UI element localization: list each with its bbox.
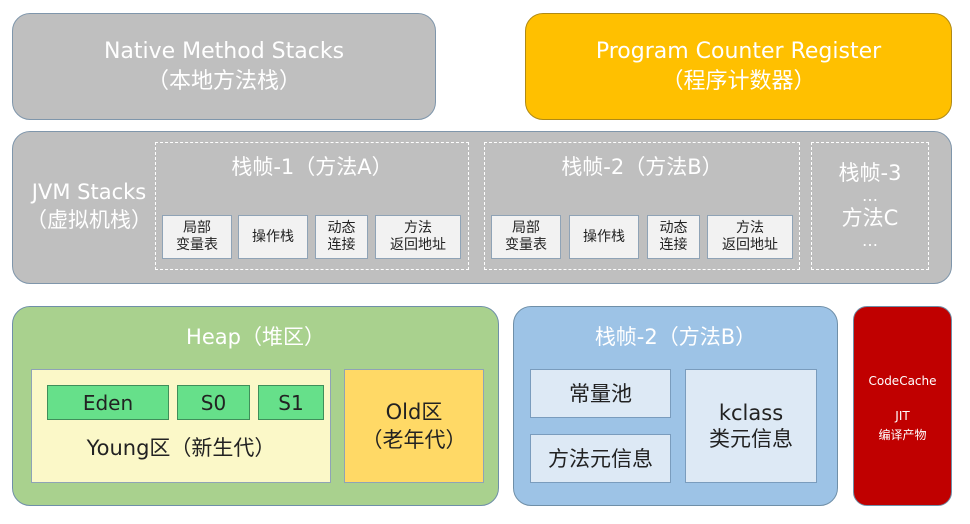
stack-frame-3-line3: 方法C	[841, 206, 899, 230]
frame1-local-variables-line1: 局部	[183, 220, 211, 236]
frame2-return-address: 方法 返回地址	[707, 215, 793, 259]
code-cache-jit: JIT	[895, 409, 910, 423]
method-meta-info: 方法元信息	[530, 434, 671, 483]
jvm-stacks-box: JVM Stacks （虚拟机栈） 栈帧-1（方法A） 局部 变量表 操作栈 动…	[12, 131, 952, 284]
frame2-local-variables-line2: 变量表	[505, 237, 547, 253]
kclass-meta-line1: kclass	[718, 401, 784, 425]
native-method-stacks-title: Native Method Stacks	[103, 38, 345, 64]
frame1-local-variables: 局部 变量表	[162, 215, 232, 259]
program-counter-subtitle: （程序计数器）	[661, 68, 816, 94]
stack-frame-3-line2: …	[862, 186, 878, 205]
frame2-local-variables: 局部 变量表	[491, 215, 561, 259]
frame2-return-address-line2: 返回地址	[722, 237, 778, 253]
code-cache-box: CodeCache JIT 编译产物	[853, 306, 952, 506]
program-counter-title: Program Counter Register	[595, 38, 882, 64]
frame2-operand-stack-line1: 操作栈	[583, 228, 625, 245]
stack-frame-1-title: 栈帧-1（方法A）	[231, 155, 393, 179]
stack-frame-1: 栈帧-1（方法A） 局部 变量表 操作栈 动态 连接 方法 返回地址	[155, 142, 469, 270]
stack-frame-2-title: 栈帧-2（方法B）	[561, 155, 723, 179]
frame1-return-address-line1: 方法	[404, 220, 432, 236]
jvm-stacks-label: JVM Stacks （虚拟机栈）	[23, 178, 155, 234]
native-method-stacks-subtitle: （本地方法栈）	[146, 68, 301, 94]
frame2-local-variables-line1: 局部	[512, 220, 540, 236]
stack-frame-3-line1: 栈帧-3	[838, 161, 902, 185]
stack-frame-3-line4: …	[862, 231, 878, 250]
frame1-return-address-line2: 返回地址	[390, 237, 446, 253]
method-area-title: 栈帧-2（方法B）	[594, 325, 757, 349]
constant-pool: 常量池	[530, 369, 671, 418]
code-cache-artifacts: 编译产物	[878, 428, 927, 442]
jvm-stacks-label-line2: （虚拟机栈）	[26, 208, 152, 232]
young-region: Eden S0 S1 Young区（新生代）	[31, 369, 331, 483]
jvm-stacks-label-line1: JVM Stacks	[31, 180, 147, 204]
kclass-meta: kclass 类元信息	[685, 369, 817, 483]
native-method-stacks-box: Native Method Stacks （本地方法栈）	[12, 13, 436, 120]
frame1-operand-stack-line1: 操作栈	[252, 228, 294, 245]
frame2-return-address-line1: 方法	[736, 220, 764, 236]
young-region-label: Young区（新生代）	[86, 436, 276, 460]
heap-title: Heap（堆区）	[186, 325, 325, 349]
kclass-meta-line2: 类元信息	[709, 427, 793, 451]
method-area-box: 栈帧-2（方法B） 常量池 方法元信息 kclass 类元信息	[513, 306, 838, 506]
frame1-local-variables-line2: 变量表	[176, 237, 218, 253]
frame1-dynamic-linking: 动态 连接	[315, 215, 368, 259]
frame2-operand-stack: 操作栈	[569, 215, 639, 259]
frame1-return-address: 方法 返回地址	[375, 215, 461, 259]
old-region-line1: Old区	[385, 400, 443, 424]
frame2-dynamic-linking: 动态 连接	[647, 215, 700, 259]
stack-frame-2: 栈帧-2（方法B） 局部 变量表 操作栈 动态 连接 方法 返回地址	[484, 142, 800, 270]
program-counter-register-box: Program Counter Register （程序计数器）	[525, 13, 952, 120]
frame1-dynamic-linking-line2: 连接	[327, 237, 356, 253]
frame2-dynamic-linking-line1: 动态	[659, 220, 688, 236]
survivor-s1: S1	[258, 385, 324, 420]
frame1-operand-stack: 操作栈	[238, 215, 308, 259]
code-cache-title: CodeCache	[868, 374, 937, 388]
heap-box: Heap（堆区） Eden S0 S1 Young区（新生代） Old区 （老年…	[12, 306, 499, 506]
eden-space: Eden	[47, 385, 169, 420]
stack-frame-3: 栈帧-3 … 方法C …	[811, 142, 929, 270]
old-region: Old区 （老年代）	[344, 369, 484, 483]
survivor-s0: S0	[177, 385, 250, 420]
frame1-dynamic-linking-line1: 动态	[327, 220, 356, 236]
old-region-line2: （老年代）	[361, 428, 467, 452]
frame2-dynamic-linking-line2: 连接	[659, 237, 688, 253]
